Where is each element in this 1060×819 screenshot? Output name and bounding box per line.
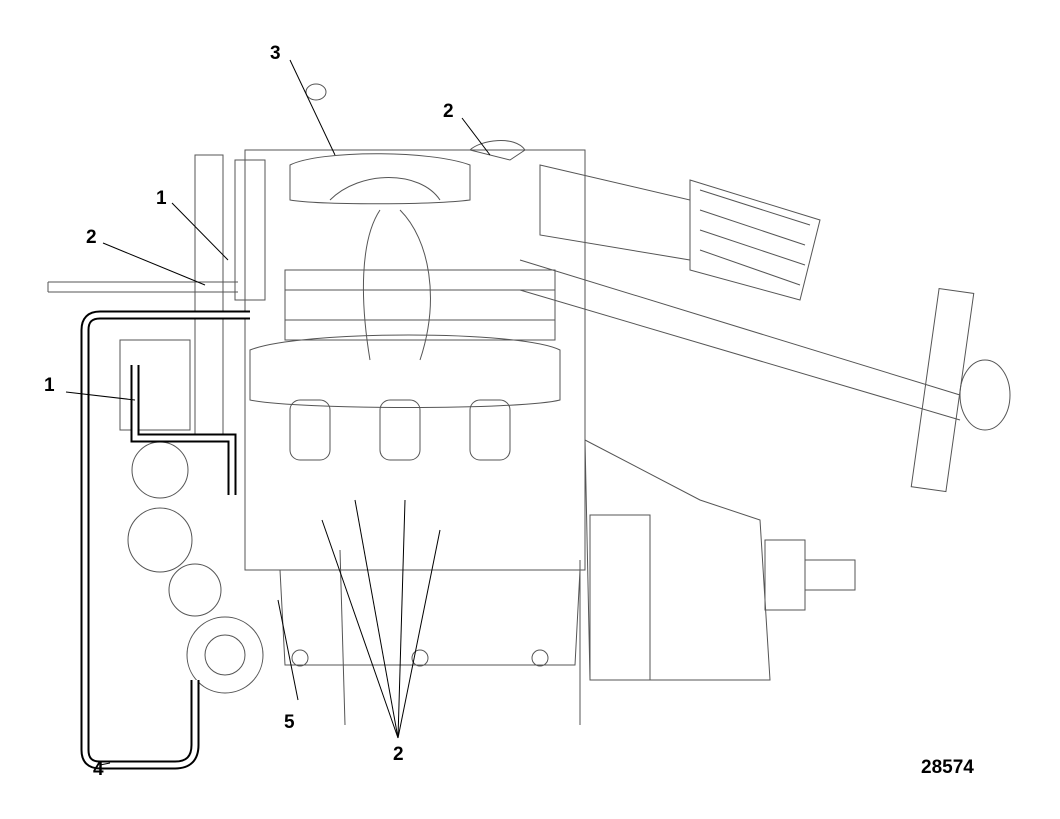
callout-3: 3 — [270, 43, 281, 64]
leader-lines — [65, 59, 491, 766]
hose-inner-core — [132, 365, 235, 495]
callout-2-left: 2 — [86, 227, 97, 248]
hose-loop-outer — [80, 310, 250, 770]
callout-1-left: 1 — [44, 375, 55, 396]
hose-loop-outer-inner — [82, 312, 250, 768]
callout-2-bottom: 2 — [393, 744, 404, 765]
callout-5: 5 — [284, 712, 295, 733]
callout-2-top: 2 — [443, 101, 454, 122]
engine-drawing — [47, 83, 1011, 726]
figure-number: 28574 — [921, 757, 974, 778]
callout-4: 4 — [93, 759, 104, 780]
callout-1-top: 1 — [156, 188, 167, 209]
